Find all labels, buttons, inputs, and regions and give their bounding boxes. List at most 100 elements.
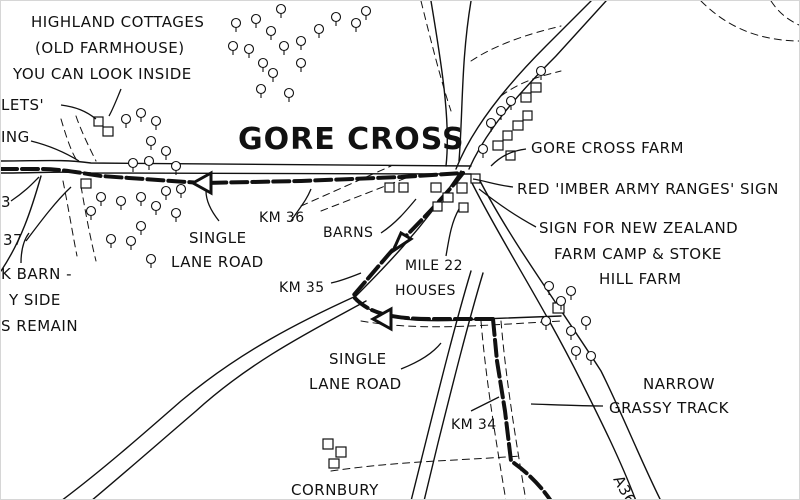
label-single-lane-2a: SINGLE — [329, 350, 387, 368]
label-highland-cottages-2: (OLD FARMHOUSE) — [35, 39, 185, 57]
label-cornbury: CORNBURY — [291, 481, 379, 499]
label-edge-ing: ING — [1, 128, 30, 146]
tree-icon — [143, 155, 155, 170]
tree-icon — [555, 295, 567, 310]
tree-icon — [230, 17, 242, 32]
label-nz-sign-1: SIGN FOR NEW ZEALAND — [539, 219, 738, 237]
tree-icon — [85, 205, 97, 220]
tree-icon — [360, 5, 372, 20]
tree-cluster-north — [85, 3, 597, 365]
tree-icon — [135, 191, 147, 206]
north-road-right — [458, 1, 472, 162]
left-edge-road — [1, 175, 42, 272]
label-single-lane-2b: LANE ROAD — [309, 375, 402, 393]
tree-icon — [150, 115, 162, 130]
tree-icon — [275, 3, 287, 18]
southwest-road-west-2 — [92, 300, 367, 499]
label-mile22-2: HOUSES — [395, 283, 456, 299]
label-edge-barn-2: Y SIDE — [8, 291, 61, 309]
tree-icon — [170, 160, 182, 175]
label-gore-cross-farm: GORE CROSS FARM — [531, 139, 684, 157]
route-line — [1, 167, 553, 499]
label-mile22-1: MILE 22 — [405, 258, 463, 274]
tree-icon — [295, 35, 307, 50]
northeast-road-left — [455, 1, 592, 170]
pointer-lines — [10, 88, 604, 412]
label-km36: KM 36 — [259, 210, 305, 226]
tree-icon — [540, 315, 552, 330]
northeast-road-right — [468, 1, 607, 170]
tree-icon — [250, 13, 262, 28]
tree-icon — [585, 350, 597, 365]
tree-icon — [565, 285, 577, 300]
label-highland-cottages-3: YOU CAN LOOK INSIDE — [12, 65, 192, 83]
tree-icon — [135, 107, 147, 122]
label-single-lane-1a: SINGLE — [189, 229, 247, 247]
tree-icon — [565, 325, 577, 340]
tree-icon — [175, 183, 187, 198]
label-narrow-track-2: GRASSY TRACK — [609, 399, 730, 417]
tree-icon — [160, 145, 172, 160]
tree-icon — [477, 143, 489, 158]
label-barns: BARNS — [323, 225, 373, 241]
tree-icon — [120, 113, 132, 128]
tree-icon — [255, 83, 267, 98]
label-edge-barn-3: S REMAIN — [1, 317, 78, 335]
label-red-sign: RED 'IMBER ARMY RANGES' SIGN — [517, 180, 779, 198]
tree-icon — [227, 40, 239, 55]
tree-icon — [115, 195, 127, 210]
label-narrow-track-1: NARROW — [643, 375, 715, 393]
tree-icon — [105, 233, 117, 248]
tree-icon — [170, 207, 182, 222]
tree-icon — [127, 157, 139, 172]
tree-icon — [495, 105, 507, 120]
tree-icon — [278, 40, 290, 55]
label-edge-lets: LETS' — [1, 96, 44, 114]
tree-icon — [257, 57, 269, 72]
tree-icon — [283, 87, 295, 102]
label-edge-barn-1: K BARN - — [1, 265, 72, 283]
label-single-lane-1b: LANE ROAD — [171, 253, 264, 271]
buildings — [80, 82, 565, 469]
main-road-west-north — [1, 159, 472, 167]
tree-icon — [313, 23, 325, 38]
tree-icon — [580, 315, 592, 330]
route-arrow-west — [189, 170, 213, 196]
label-nz-sign-3: HILL FARM — [599, 270, 682, 288]
tree-icon — [485, 117, 497, 132]
tree-icon — [145, 135, 157, 150]
tree-icon — [535, 65, 547, 80]
tree-icon — [330, 11, 342, 26]
tree-icon — [135, 220, 147, 235]
tree-icon — [505, 95, 517, 110]
tree-icon — [265, 25, 277, 40]
tree-icon — [570, 345, 582, 360]
trees — [85, 3, 597, 365]
tree-icon — [295, 57, 307, 72]
label-km34: KM 34 — [451, 417, 497, 433]
tree-icon — [125, 235, 137, 250]
south-road-a36-left — [470, 180, 636, 499]
tree-icon — [150, 200, 162, 215]
label-highland-cottages-1: HIGHLAND COTTAGES — [31, 13, 204, 31]
label-edge-3: 3 — [1, 193, 11, 211]
tree-icon — [95, 191, 107, 206]
south-road-single-lane — [410, 270, 472, 499]
tree-icon — [160, 185, 172, 200]
tree-icon — [267, 67, 279, 82]
label-gore-cross: GORE CROSS — [238, 122, 465, 157]
route-arrow-west-2 — [369, 306, 393, 332]
tree-icon — [543, 280, 555, 295]
label-km35: KM 35 — [279, 280, 325, 296]
tree-icon — [145, 253, 157, 268]
tracks — [60, 1, 799, 499]
south-road-single-lane-2 — [423, 272, 484, 499]
label-nz-sign-2: FARM CAMP & STOKE — [554, 245, 722, 263]
label-road-a36: A36 — [609, 472, 639, 500]
tree-icon — [243, 43, 255, 58]
map-labels: GORE CROSS HIGHLAND COTTAGES (OLD FARMHO… — [1, 13, 779, 500]
southwest-road-west — [62, 295, 357, 499]
tree-icon — [350, 17, 362, 32]
